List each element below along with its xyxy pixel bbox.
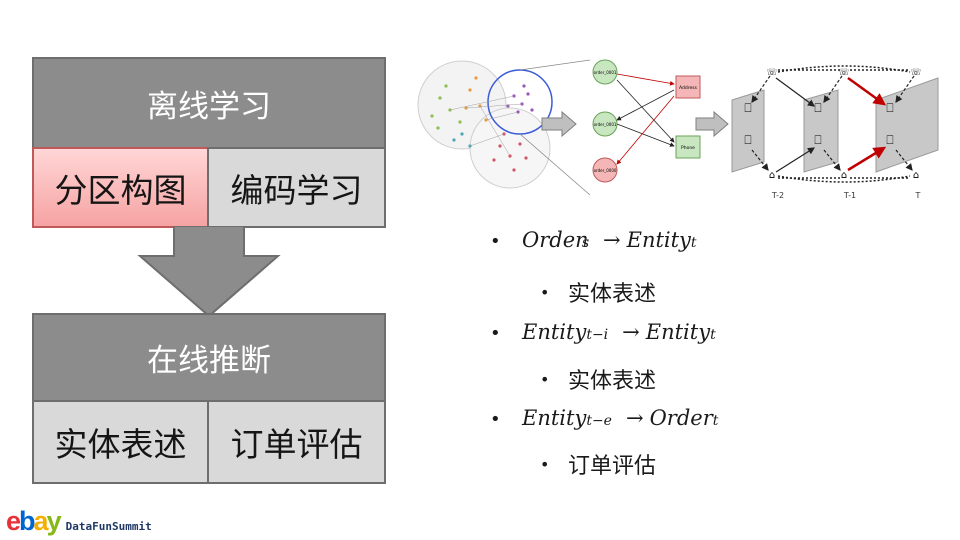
ebay-logo: ebay [6,506,62,536]
encoding-learning-cell: 编码学习 [207,147,386,228]
sub-bullet-entity-representation-1: •实体表述 [540,282,657,307]
svg-text:☏: ☏ [766,68,777,78]
network-cloud [417,60,553,189]
datafunsummit-label: DataFunSummit [65,520,152,533]
svg-text:☏: ☏ [838,68,849,78]
svg-text:⎕: ⎕ [744,101,751,115]
svg-text:order_0001: order_0001 [594,70,617,75]
graph-pipeline-figure: order_0001 order_0001 order_0000 Address… [417,59,939,200]
svg-text:⎕: ⎕ [814,133,821,147]
entity-representation-cell: 实体表述 [32,400,209,484]
sub-bullet-entity-representation-2: •实体表述 [540,369,657,394]
order-evaluation-cell: 订单评估 [207,400,386,484]
svg-text:⎕: ⎕ [886,101,893,115]
svg-text:T-1: T-1 [843,191,856,200]
sub-bullet-order-evaluation: •订单评估 [540,454,657,479]
partition-graph-cell: 分区构图 [32,147,209,228]
offline-learning-header: 离线学习 [32,57,386,149]
svg-text:Phone: Phone [681,145,695,151]
svg-text:order_0001: order_0001 [594,122,617,127]
svg-text:⎕: ⎕ [886,133,893,147]
svg-text:⌂: ⌂ [841,170,847,181]
down-arrow [137,226,281,318]
svg-text:T-2: T-2 [771,191,784,200]
ebay-datafun-logo: ebay DataFunSummit [6,508,152,535]
svg-text:T: T [915,191,921,200]
temporal-panels: ⎕ ⎕ ⎕ ⎕ ⎕ ⎕ ☏ ☏ ☏ ⌂ ⌂ ⌂ T-2 T-1 [731,65,939,200]
svg-text:⎕: ⎕ [744,133,751,147]
svg-text:order_0000: order_0000 [594,168,617,173]
svg-text:☏: ☏ [910,68,921,78]
online-inference-header: 在线推断 [32,313,386,402]
svg-text:Address: Address [679,85,698,91]
svg-text:⌂: ⌂ [769,170,775,181]
svg-text:⌂: ⌂ [913,170,919,181]
svg-text:⎕: ⎕ [814,101,821,115]
subgraph-order-nodes: order_0001 order_0001 order_0000 Address… [592,59,701,183]
